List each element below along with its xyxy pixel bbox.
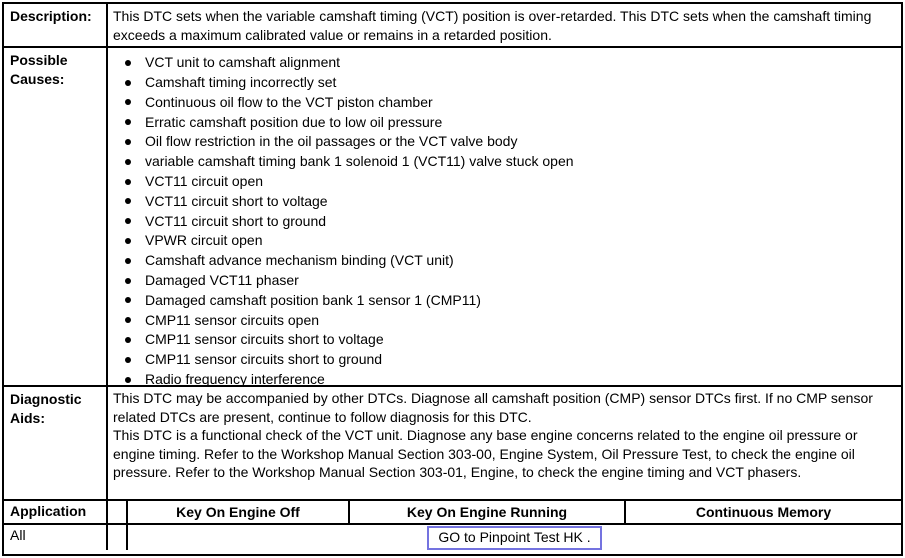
cause-text: VCT11 circuit short to voltage xyxy=(145,192,328,209)
list-item: VCT11 circuit short to voltage xyxy=(108,192,893,212)
bullet-icon xyxy=(125,356,131,363)
cause-text: Continuous oil flow to the VCT piston ch… xyxy=(145,93,433,110)
cause-text: Erratic camshaft position due to low oil… xyxy=(145,113,443,130)
bullet-icon xyxy=(125,198,131,205)
application-data-row: All GO to Pinpoint Test HK . xyxy=(4,525,901,550)
cause-text: Damaged VCT11 phaser xyxy=(145,271,299,288)
description-label: Description: xyxy=(4,4,108,46)
bullet-icon xyxy=(125,99,131,106)
description-row: Description: This DTC sets when the vari… xyxy=(4,4,901,48)
diagnostic-aids-label: Diagnostic Aids: xyxy=(4,387,108,499)
list-item: Oil flow restriction in the oil passages… xyxy=(108,132,893,152)
description-text: This DTC sets when the variable camshaft… xyxy=(113,8,872,44)
application-value: All xyxy=(4,525,108,550)
bullet-icon xyxy=(125,59,131,66)
continuous-memory-header: Continuous Memory xyxy=(695,504,832,520)
empty-cell xyxy=(108,501,128,523)
bullet-icon xyxy=(125,297,131,304)
action-cell: GO to Pinpoint Test HK . xyxy=(128,525,901,550)
bullet-icon xyxy=(125,317,131,324)
bullet-icon xyxy=(125,79,131,86)
cause-text: Camshaft advance mechanism binding (VCT … xyxy=(145,252,454,269)
diagnostic-aids-paragraph: This DTC is a functional check of the VC… xyxy=(113,427,858,481)
list-item: variable camshaft timing bank 1 solenoid… xyxy=(108,152,893,172)
diagnostic-aids-paragraph: This DTC may be accompanied by other DTC… xyxy=(113,390,873,425)
cause-text: VCT11 circuit open xyxy=(145,172,264,189)
list-item: Damaged camshaft position bank 1 sensor … xyxy=(108,291,893,311)
bullet-icon xyxy=(125,238,131,245)
empty-cell xyxy=(108,525,128,550)
cause-text: VCT unit to camshaft alignment xyxy=(145,54,341,71)
diagnostic-aids-row: Diagnostic Aids: This DTC may be accompa… xyxy=(4,387,901,501)
list-item: VCT11 circuit open xyxy=(108,172,893,192)
cause-text: CMP11 sensor circuits short to ground xyxy=(145,351,383,368)
possible-causes-list-cell: VCT unit to camshaft alignment Camshaft … xyxy=(108,48,901,387)
pinpoint-test-link[interactable]: GO to Pinpoint Test HK . xyxy=(427,525,602,550)
bullet-icon xyxy=(125,277,131,284)
list-item: Camshaft advance mechanism binding (VCT … xyxy=(108,251,893,271)
cause-text: Radio frequency interference xyxy=(145,370,325,387)
key-on-engine-running-header: Key On Engine Running xyxy=(350,501,626,523)
list-item: Continuous oil flow to the VCT piston ch… xyxy=(108,93,893,113)
application-header-row: Application Key On Engine Off Key On Eng… xyxy=(4,501,901,525)
bullet-icon xyxy=(125,257,131,264)
key-on-engine-off-header: Key On Engine Off xyxy=(128,501,350,523)
bullet-icon xyxy=(125,337,131,344)
cause-text: Damaged camshaft position bank 1 sensor … xyxy=(145,291,481,308)
list-item: VPWR circuit open xyxy=(108,231,893,251)
possible-causes-label: Possible Causes: xyxy=(4,48,108,385)
list-item: Erratic camshaft position due to low oil… xyxy=(108,112,893,132)
list-item: Camshaft timing incorrectly set xyxy=(108,73,893,93)
cause-text: VCT11 circuit short to ground xyxy=(145,212,327,229)
bullet-icon xyxy=(125,158,131,165)
bullet-icon xyxy=(125,178,131,185)
list-item: CMP11 sensor circuits short to ground xyxy=(108,350,893,370)
cause-text: variable camshaft timing bank 1 solenoid… xyxy=(145,153,574,170)
cause-text: Oil flow restriction in the oil passages… xyxy=(145,133,518,150)
list-item: Damaged VCT11 phaser xyxy=(108,271,893,291)
cause-text: VPWR circuit open xyxy=(145,232,263,249)
list-item: CMP11 sensor circuits short to voltage xyxy=(108,330,893,350)
possible-causes-list: VCT unit to camshaft alignment Camshaft … xyxy=(108,51,893,390)
cause-text: Camshaft timing incorrectly set xyxy=(145,73,337,90)
bullet-icon xyxy=(125,376,131,383)
list-item: VCT unit to camshaft alignment xyxy=(108,53,893,73)
possible-causes-row: Possible Causes: VCT unit to camshaft al… xyxy=(4,48,901,387)
list-item: CMP11 sensor circuits open xyxy=(108,310,893,330)
diagnostic-aids-text: This DTC may be accompanied by other DTC… xyxy=(108,387,901,499)
list-item: Radio frequency interference xyxy=(108,370,893,390)
cause-text: CMP11 sensor circuits open xyxy=(145,311,320,328)
bullet-icon xyxy=(125,119,131,126)
list-item: VCT11 circuit short to ground xyxy=(108,211,893,231)
bullet-icon xyxy=(125,139,131,146)
cause-text: CMP11 sensor circuits short to voltage xyxy=(145,331,384,348)
application-column-header: Application xyxy=(4,501,108,523)
bullet-icon xyxy=(125,218,131,225)
